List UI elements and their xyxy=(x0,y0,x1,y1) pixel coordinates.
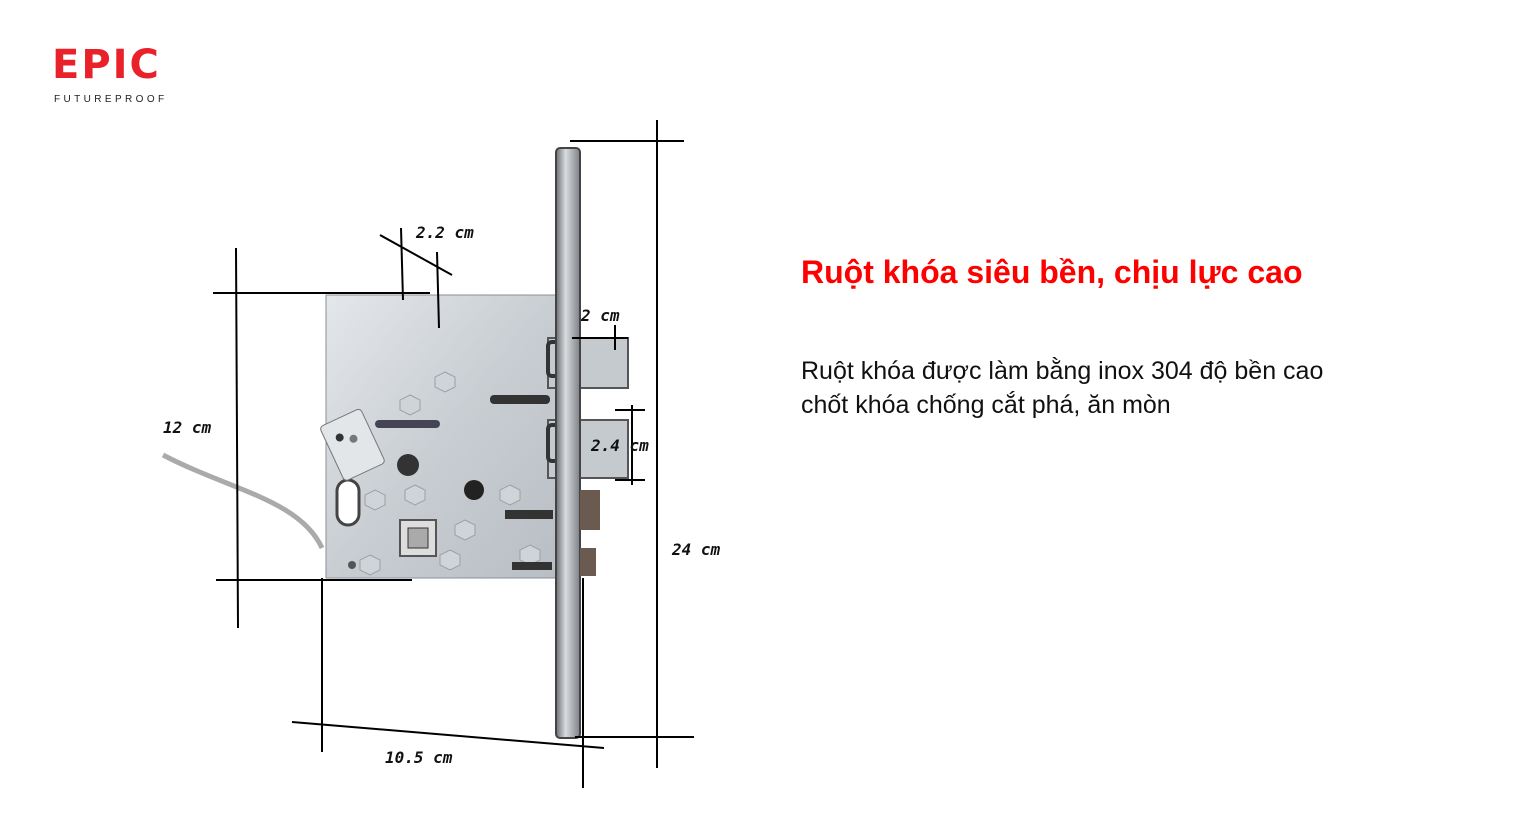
description-line: chốt khóa chống cắt phá, ăn mòn xyxy=(801,391,1171,419)
dimension-body-height: 12 cm xyxy=(163,418,212,437)
epic-logo: EPIC FUTUREPROOF xyxy=(52,40,182,106)
cable xyxy=(161,452,325,550)
dimension-bolt-projection: 2 cm xyxy=(581,306,620,325)
feature-heading: Ruột khóa siêu bền, chịu lực cao xyxy=(801,254,1303,290)
dimension-body-depth: 10.5 cm xyxy=(385,748,453,767)
faceplate xyxy=(555,147,581,739)
feature-description: Ruột khóa được làm bằng inox 304 độ bền … xyxy=(801,354,1441,422)
dimension-bolt-offset: 2.2 cm xyxy=(416,223,474,242)
description-line: Ruột khóa được làm bằng inox 304 độ bền … xyxy=(801,357,1324,385)
dimension-lines xyxy=(213,120,694,788)
remote-module xyxy=(320,408,385,481)
logo-brand: EPIC xyxy=(52,42,161,88)
dimension-faceplate-height: 24 cm xyxy=(672,540,721,559)
dimension-deadbolt-height: 2.4 cm xyxy=(591,436,649,455)
logo-tagline: FUTUREPROOF xyxy=(54,94,168,105)
